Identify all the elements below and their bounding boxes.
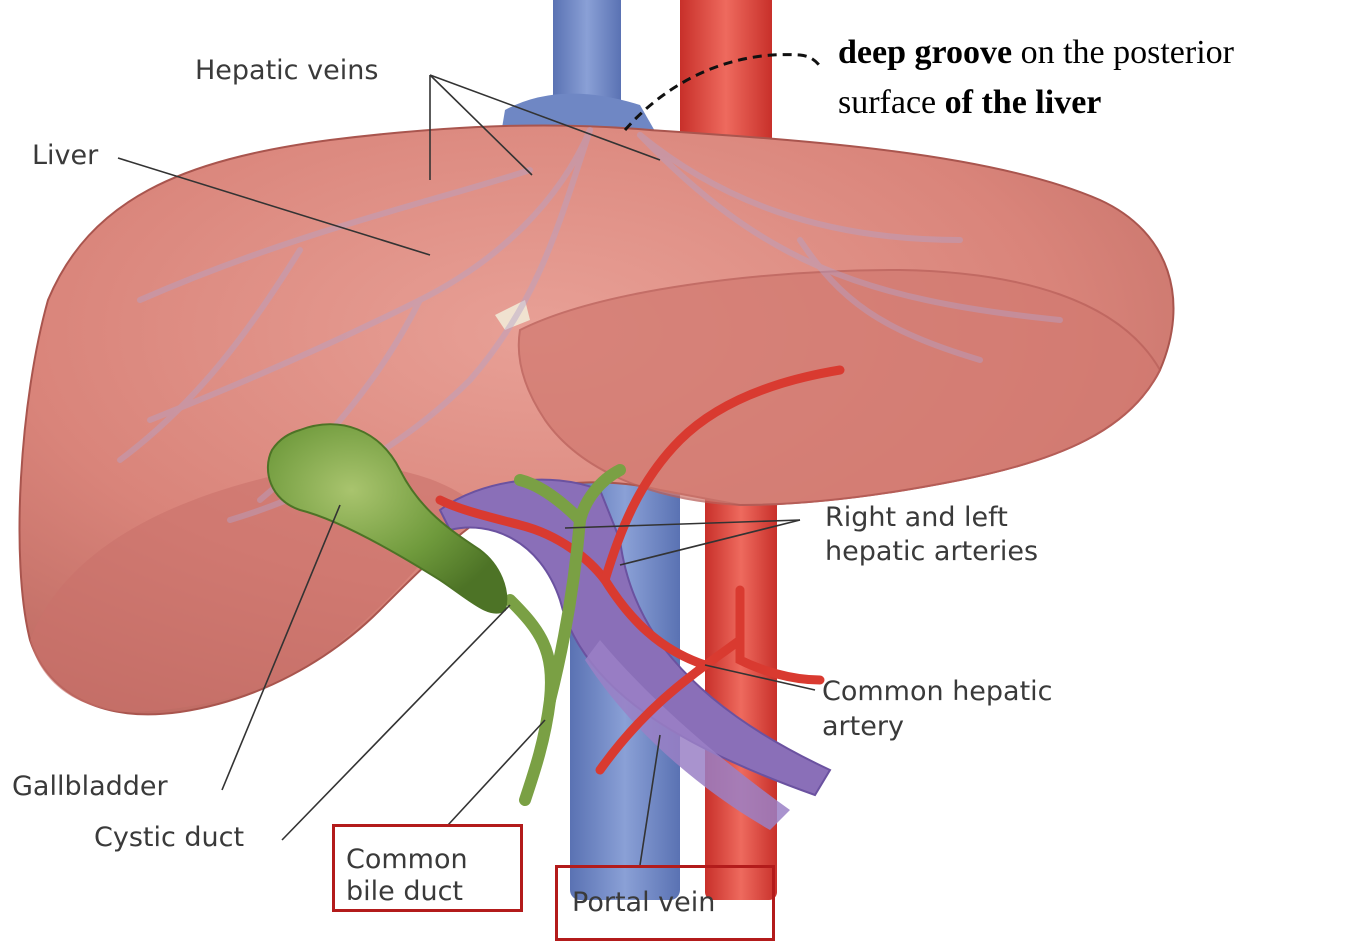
label-common-bile-duct-line1: Common [346,844,468,876]
label-common-hepatic-artery-line2: artery [822,711,904,743]
deep-groove-rest-text: on the posterior [1012,34,1234,71]
label-gallbladder: Gallbladder [12,771,168,803]
label-common-hepatic-artery-line1: Common hepatic [822,676,1053,708]
label-cystic-duct: Cystic duct [94,822,244,854]
label-liver: Liver [32,140,98,172]
label-right-left-hepatic-arteries-line1: Right and left [825,502,1008,534]
deep-groove-bold-text: deep groove [838,34,1012,71]
deep-groove-annotation-line1: deep groove on the posterior [838,32,1234,74]
of-the-liver-bold-text: of the liver [945,84,1102,121]
surface-text: surface [838,84,945,121]
label-right-left-hepatic-arteries-line2: hepatic arteries [825,536,1038,568]
label-hepatic-veins: Hepatic veins [195,55,378,87]
label-portal-vein: Portal vein [572,887,715,919]
deep-groove-annotation-line2: surface of the liver [838,82,1101,124]
label-common-bile-duct-line2: bile duct [346,876,463,908]
